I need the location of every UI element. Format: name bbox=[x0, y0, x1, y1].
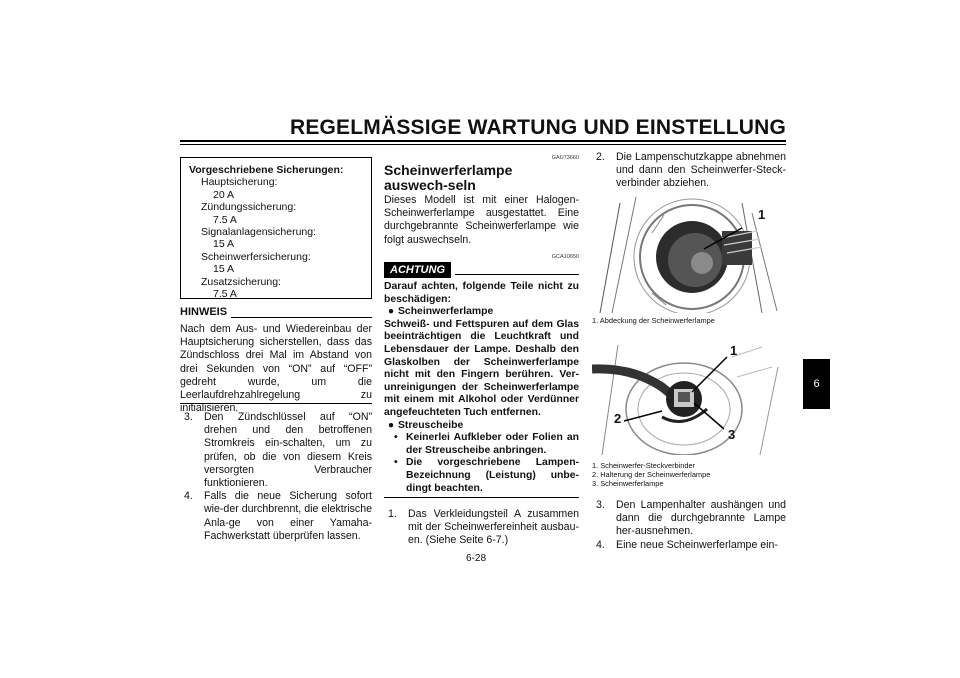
hinweis-end-rule bbox=[180, 403, 372, 404]
step-item: 2. Die Lampenschutzkappe abnehmen und da… bbox=[592, 151, 786, 191]
hinweis-text: Nach dem Aus- und Wiedereinbau der Haupt… bbox=[180, 323, 372, 415]
headlight-cover-photo bbox=[592, 193, 786, 313]
hinweis-label: HINWEIS bbox=[180, 306, 228, 318]
step-number: 3. bbox=[596, 499, 605, 511]
step-text: Den Lampenhalter aushängen und dann die … bbox=[616, 499, 786, 538]
sub-bullet-dot-icon: • bbox=[394, 457, 398, 469]
page-header-title: REGELMÄSSIGE WARTUNG UND EINSTELLUNG bbox=[289, 116, 786, 139]
figure-caption: 3. Scheinwerferlampe bbox=[592, 479, 664, 489]
figure-caption: 1. Scheinwerfer-Steckverbinder bbox=[592, 461, 696, 470]
header-rule-thin bbox=[180, 144, 786, 145]
section-title: Scheinwerferlampe auswech-seln bbox=[384, 162, 513, 193]
bullet-dot-icon: ● bbox=[387, 419, 395, 431]
section-code: GAU73660 bbox=[551, 155, 579, 161]
figure-caption: 2. Halterung der Scheinwerferlampe bbox=[592, 470, 711, 480]
header-rule bbox=[180, 140, 786, 142]
sub-bullet: • Die vorgeschriebene Lampen-Bezeichnung… bbox=[384, 457, 579, 495]
sub-bullet-text: Keinerlei Aufkleber oder Folien an der S… bbox=[406, 432, 579, 456]
bullet-item: ● Scheinwerferlampe bbox=[384, 306, 579, 319]
step-number: 4. bbox=[596, 538, 605, 551]
achtung-heading: ACHTUNG bbox=[384, 262, 579, 278]
step-item: 3. Den Zündschlüssel auf “ON” drehen und… bbox=[180, 411, 372, 490]
sub-bullet: • Keinerlei Aufkleber oder Folien an der… bbox=[384, 432, 579, 457]
fuse-name: Signalanlagensicherung: bbox=[201, 226, 317, 239]
figure-headlight-socket: 1 2 3 bbox=[592, 337, 786, 455]
callout-3: 3 bbox=[728, 427, 736, 442]
sub-bullet-text: Die vorgeschriebene Lampen-Bezeichnung (… bbox=[406, 457, 579, 494]
fuse-name: Zündungssicherung: bbox=[201, 201, 297, 214]
achtung-end-rule bbox=[384, 497, 579, 498]
right-steps: 3. Den Lampenhalter aushängen und dann d… bbox=[592, 499, 786, 552]
step-text: Eine neue Scheinwerferlampe ein- bbox=[616, 538, 778, 551]
page-number: 6-28 bbox=[466, 553, 487, 564]
fuse-name: Zusatzsicherung: bbox=[201, 275, 281, 288]
figure-caption: 1. Abdeckung der Scheinwerferlampe bbox=[592, 316, 715, 325]
step-number: 1. bbox=[388, 508, 397, 520]
step-item: 3. Den Lampenhalter aushängen und dann d… bbox=[592, 499, 786, 539]
fuse-value: 7.5 A bbox=[213, 288, 237, 301]
bullet-text: Schweiß- und Fettspuren auf dem Glas bee… bbox=[384, 318, 579, 418]
step-number: 3. bbox=[184, 411, 193, 423]
bullet-dot-icon: ● bbox=[387, 306, 395, 318]
step-text: Den Zündschlüssel auf “ON” drehen und de… bbox=[204, 411, 372, 490]
fuse-box-title: Vorgeschriebene Sicherungen: bbox=[189, 164, 344, 176]
step-item: 4. Falls die neue Sicherung sofort wie-d… bbox=[180, 490, 372, 543]
step-text: Die Lampenschutzkappe abnehmen und dann … bbox=[616, 151, 786, 190]
achtung-body: Darauf achten, folgende Teile nicht zu b… bbox=[384, 281, 579, 495]
bullet-label: Scheinwerferlampe bbox=[398, 306, 494, 318]
bullet-label: Streuscheibe bbox=[398, 419, 464, 431]
left-steps: 3. Den Zündschlüssel auf “ON” drehen und… bbox=[180, 411, 372, 543]
figure-headlight-cover: 1 bbox=[592, 193, 786, 313]
step-text: Das Verkleidungsteil A zusammen mit der … bbox=[408, 508, 579, 547]
chapter-tab: 6 bbox=[803, 359, 830, 409]
callout-1: 1 bbox=[730, 343, 738, 358]
fuse-spec-box: Vorgeschriebene Sicherungen: Hauptsicher… bbox=[180, 157, 372, 301]
callout-1: 1 bbox=[758, 207, 766, 222]
bullet-item: ● Streuscheibe bbox=[384, 420, 579, 433]
achtung-code: GCA10650 bbox=[551, 254, 579, 260]
achtung-label: ACHTUNG bbox=[384, 262, 451, 278]
step-number: 4. bbox=[184, 490, 193, 503]
achtung-intro: Darauf achten, folgende Teile nicht zu b… bbox=[384, 281, 579, 305]
callout-2: 2 bbox=[614, 411, 622, 426]
fuse-value: 15 A bbox=[213, 263, 235, 276]
fuse-value: 15 A bbox=[213, 238, 235, 251]
step-item: 1. Das Verkleidungsteil A zusammen mit d… bbox=[384, 508, 579, 548]
figure-captions: 1. Scheinwerfer-Steckverbinder 2. Halter… bbox=[592, 461, 786, 489]
step-text: Falls die neue Sicherung sofort wie-der … bbox=[204, 490, 372, 542]
fuse-value: 7.5 A bbox=[213, 213, 237, 226]
sub-bullet-dot-icon: • bbox=[394, 432, 398, 444]
step-item: 4. Eine neue Scheinwerferlampe ein- bbox=[592, 539, 786, 552]
section-intro: Dieses Modell ist mit einer Halogen-Sche… bbox=[384, 194, 579, 246]
fuse-name: Scheinwerfersicherung: bbox=[201, 250, 311, 263]
fuse-name: Hauptsicherung: bbox=[201, 176, 278, 189]
headlight-socket-photo bbox=[592, 337, 786, 455]
step-number: 2. bbox=[596, 151, 605, 163]
fuse-value: 20 A bbox=[213, 188, 235, 201]
hinweis-heading: HINWEIS bbox=[180, 306, 372, 318]
